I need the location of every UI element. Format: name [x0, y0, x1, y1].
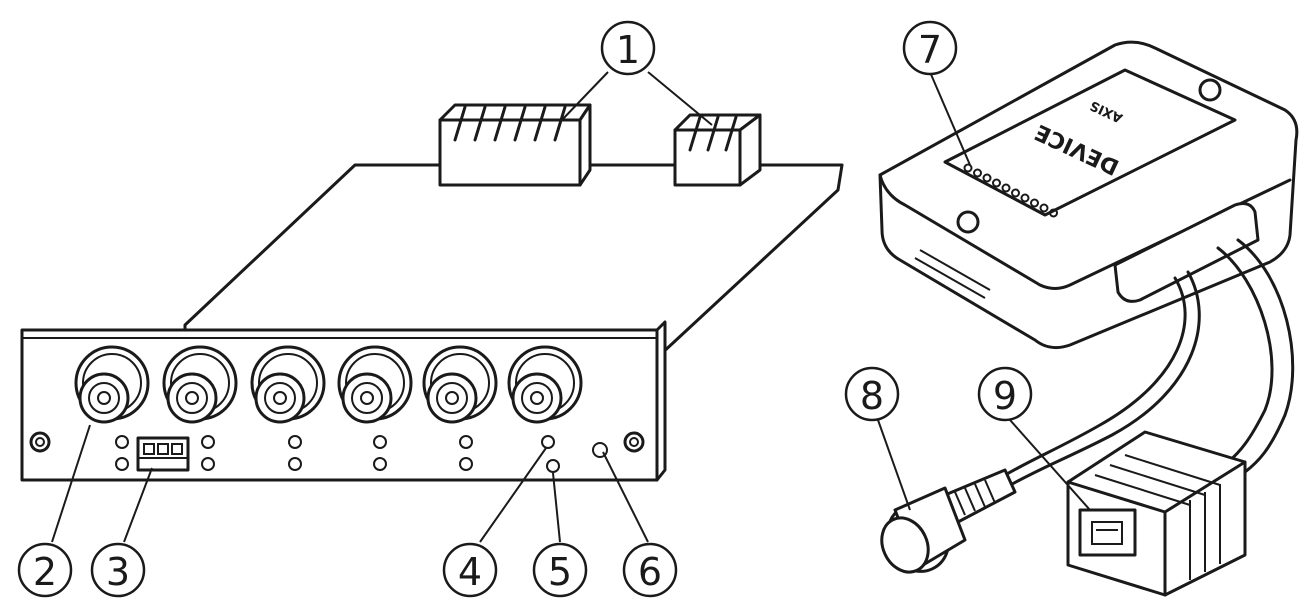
status-led-5	[288, 435, 302, 449]
callout-6: 6	[622, 542, 678, 598]
status-led-10	[459, 457, 473, 471]
status-led-6	[288, 457, 302, 471]
board-connector-left	[438, 103, 592, 187]
device-led-7	[1020, 193, 1030, 203]
encoder-blade	[20, 103, 844, 482]
device-led-4	[992, 178, 1001, 188]
panel-screw-left	[29, 431, 51, 453]
callout-4: 4	[442, 542, 498, 598]
bnc-connector-4	[337, 345, 413, 424]
breakout-device: DEVICE AXIS	[878, 40, 1299, 597]
callout-label-8: 8	[860, 374, 884, 418]
status-led-1	[115, 435, 129, 449]
bnc-connector-5	[422, 345, 498, 424]
circuit-board	[183, 163, 844, 357]
control-button	[592, 442, 608, 458]
callout-label-4: 4	[458, 550, 482, 594]
device-led-row	[963, 163, 1058, 218]
device-led-1	[963, 163, 973, 173]
callout-5: 5	[532, 542, 588, 598]
bnc-connectors	[74, 345, 583, 424]
rj45-coupler	[1066, 430, 1247, 597]
callout-2: 2	[17, 542, 73, 598]
cable-ethernet	[1216, 246, 1274, 464]
callout-label-3: 3	[106, 550, 130, 594]
status-led-3	[201, 435, 215, 449]
callouts: 1 2 3 4 5 6 7 8 9	[17, 20, 1033, 598]
leader-lines	[51, 71, 1091, 543]
callout-label-7: 7	[918, 28, 942, 72]
bnc-connector-2	[162, 345, 238, 424]
device-led-6	[1011, 188, 1020, 198]
status-led-7	[373, 435, 387, 449]
device-label-panel	[943, 68, 1237, 217]
panel-screw-right	[623, 431, 645, 453]
callout-label-2: 2	[33, 550, 57, 594]
callout-9: 9	[977, 366, 1033, 422]
status-led-network	[541, 435, 555, 449]
device-led-5	[1001, 183, 1011, 193]
device-led-2	[973, 168, 982, 178]
bnc-connector-1	[74, 345, 150, 424]
status-led-9	[459, 435, 473, 449]
callout-label-9: 9	[993, 374, 1017, 418]
device-mount-hole-left	[956, 210, 980, 234]
cable-relief-block	[1113, 202, 1260, 303]
rs485-connector	[136, 436, 190, 472]
status-led-4	[201, 457, 215, 471]
status-led-power	[546, 459, 560, 473]
status-led-2	[115, 457, 129, 471]
device-mount-hole-right	[1198, 78, 1222, 102]
callout-8: 8	[844, 366, 900, 422]
bnc-connector-3	[250, 345, 326, 424]
bnc-plug	[880, 468, 1017, 574]
callout-label-1: 1	[616, 28, 640, 72]
status-led-8	[373, 457, 387, 471]
callout-7: 7	[902, 20, 958, 76]
device-led-9	[1039, 203, 1049, 213]
board-connector-right	[673, 113, 762, 187]
status-leds	[115, 435, 608, 473]
device-led-8	[1030, 198, 1039, 208]
device-led-3	[982, 173, 992, 183]
bnc-connector-6	[507, 345, 583, 424]
callout-3: 3	[90, 542, 146, 598]
callout-1: 1	[600, 20, 656, 76]
callout-label-5: 5	[548, 550, 572, 594]
device-led-10	[1049, 208, 1058, 218]
cable-coax	[998, 276, 1187, 480]
callout-label-6: 6	[638, 550, 662, 594]
